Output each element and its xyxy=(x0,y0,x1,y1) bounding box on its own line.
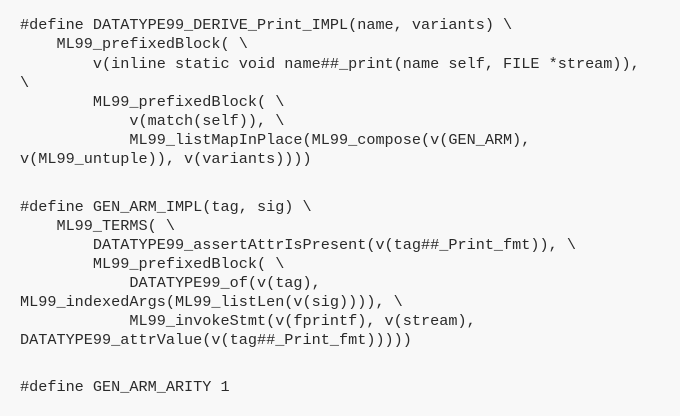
code-line: ML99_prefixedBlock( \ xyxy=(20,35,248,53)
code-line: ML99_prefixedBlock( \ xyxy=(20,255,285,273)
code-line: #define GEN_ARM_IMPL(tag, sig) \ xyxy=(20,198,312,216)
code-line: v(match(self)), \ xyxy=(20,112,285,130)
code-line: v(inline static void name##_print(name s… xyxy=(20,55,640,73)
code-line: v(ML99_untuple)), v(variants)))) xyxy=(20,150,312,168)
code-line: ML99_TERMS( \ xyxy=(20,217,175,235)
code-line: ML99_prefixedBlock( \ xyxy=(20,93,285,111)
code-line: DATATYPE99_of(v(tag), xyxy=(20,274,321,292)
code-line: DATATYPE99_assertAttrIsPresent(v(tag##_P… xyxy=(20,236,576,254)
code-line: #define GEN_ARM_ARITY 1 xyxy=(20,378,230,396)
code-line: ML99_listMapInPlace(ML99_compose(v(GEN_A… xyxy=(20,131,531,149)
code-line: DATATYPE99_attrValue(v(tag##_Print_fmt))… xyxy=(20,331,412,349)
code-line: \ xyxy=(20,74,30,92)
code-line: ML99_invokeStmt(v(fprintf), v(stream), xyxy=(20,312,476,330)
code-line: ML99_indexedArgs(ML99_listLen(v(sig)))),… xyxy=(20,293,403,311)
code-line: #define DATATYPE99_DERIVE_Print_IMPL(nam… xyxy=(20,16,513,34)
